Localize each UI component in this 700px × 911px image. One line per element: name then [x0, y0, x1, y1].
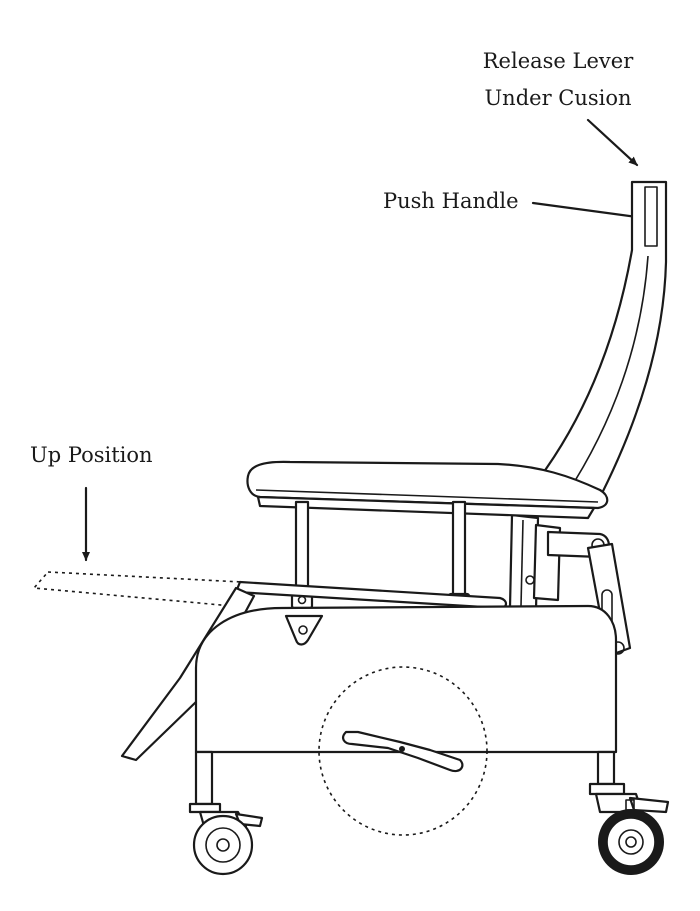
- push-handle-grip: [644, 186, 658, 247]
- footrest-up-position-outline: [32, 571, 244, 607]
- push-handle-arrow: [531, 201, 646, 221]
- seat-cushion: [246, 460, 609, 520]
- lever-detail-circle: [318, 666, 488, 836]
- tilt-lever-handle: [342, 730, 464, 773]
- recline-linkage: [508, 513, 632, 658]
- up-position-label: Up Position: [30, 443, 153, 467]
- chair-base: [194, 604, 618, 754]
- rear-caster: [588, 750, 670, 875]
- release-lever-label-line2: Under Cusion: [484, 86, 631, 110]
- release-lever-label-line1: Release Lever: [483, 49, 634, 73]
- release-lever-arrow: [586, 118, 639, 167]
- base-latch: [284, 614, 324, 646]
- backrest: [536, 180, 668, 507]
- front-caster: [188, 750, 264, 876]
- push-handle-label: Push Handle: [383, 189, 519, 213]
